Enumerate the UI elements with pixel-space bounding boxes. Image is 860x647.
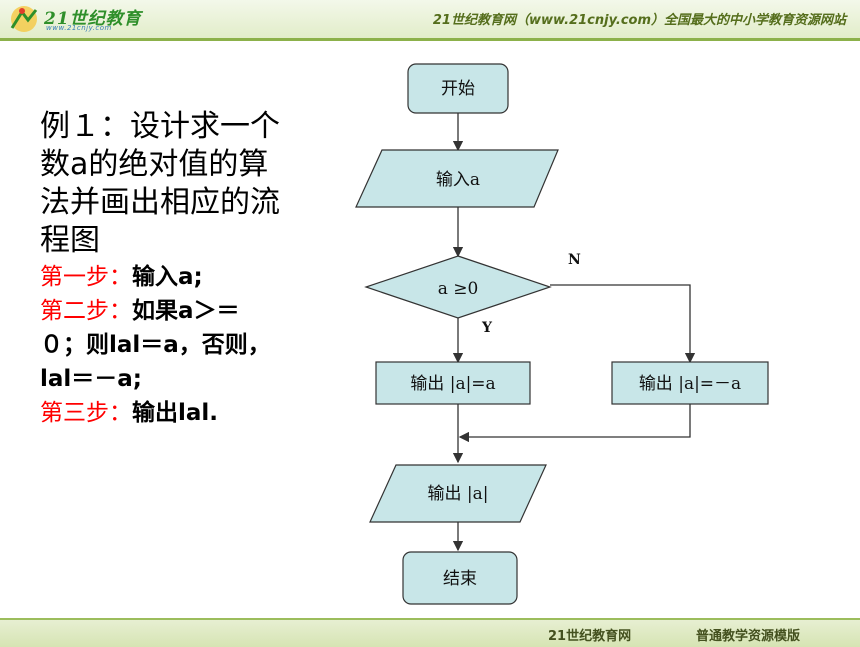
end-label: 结束 [443, 569, 477, 589]
problem-title-line: 例１：设计求一个 [40, 109, 280, 144]
step-text: 输入a; [132, 264, 203, 290]
input-label: 输入a [436, 170, 480, 190]
step-line: lal＝－a; [40, 362, 330, 396]
end-node: 结束 [402, 551, 518, 605]
output-yes-label: 输出 |a|=a [410, 374, 495, 394]
step-prefix: 第三步： [40, 400, 132, 426]
footer-template-name: 普通教学资源模版 [696, 629, 801, 644]
step-line: 第一步：输入a; [40, 260, 330, 294]
step-text: 如果a＞＝ [132, 298, 240, 324]
footer-site-name: 21世纪教育网 [548, 629, 632, 644]
problem-title-line: 数a的绝对值的算 [40, 147, 269, 182]
no-branch-label: N [568, 252, 581, 268]
site-banner-text: 21世纪教育网（www.21cnjy.com）全国最大的中小学教育资源网站 [432, 13, 846, 28]
decision-node: a ≥0 [364, 255, 552, 319]
step-text: 输出lal. [132, 400, 219, 426]
step-line: ０；则lal＝a，否则， [40, 328, 330, 362]
logo-subtitle: www.21cnjy.com [46, 24, 112, 32]
output-no-node: 输出 |a|=－a [611, 361, 769, 405]
yes-branch-label: Y [481, 320, 493, 336]
header-banner: 21世纪教育 www.21cnjy.com 21世纪教育网（www.21cnjy… [0, 0, 860, 41]
output-yes-node: 输出 |a|=a [375, 361, 531, 405]
start-label: 开始 [441, 79, 475, 99]
footer-bar: 21世纪教育网 普通教学资源模版 [0, 618, 860, 647]
problem-title-line: 法并画出相应的流 [40, 185, 280, 220]
output-no-label: 输出 |a|=－a [639, 374, 741, 394]
step-text: lal＝－a; [40, 366, 143, 392]
step-prefix: 第二步： [40, 298, 132, 324]
connector-arrow [550, 284, 696, 364]
step-prefix: 第一步： [40, 264, 132, 290]
problem-title-line: 程图 [40, 223, 100, 258]
input-node: 输入a [355, 149, 559, 208]
output-final-node: 输出 |a| [369, 464, 547, 523]
problem-text: 例１：设计求一个 数a的绝对值的算 法并画出相应的流 程图 第一步：输入a; 第… [40, 108, 330, 430]
decision-label: a ≥0 [438, 279, 479, 299]
output-final-label: 输出 |a| [428, 484, 489, 504]
logo-text: 21世纪教育 [44, 9, 142, 29]
site-logo [10, 6, 38, 32]
step-line: 第三步：输出lal. [40, 396, 330, 430]
start-node: 开始 [407, 63, 509, 114]
step-line: 第二步：如果a＞＝ [40, 294, 330, 328]
step-text: ０；则lal＝a，否则， [40, 332, 271, 358]
connector-arrow [458, 404, 691, 443]
